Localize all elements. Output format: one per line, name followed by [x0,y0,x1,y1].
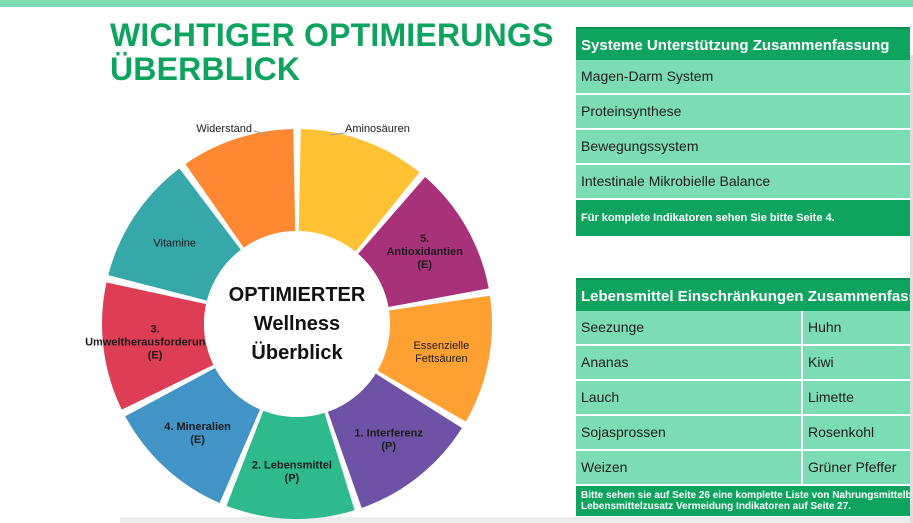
food-cell: Lauch [576,381,803,416]
food-cell: Sojasprossen [576,416,803,451]
food-restrictions-header: Lebensmittel Einschränkungen Zusammenfas… [576,278,910,311]
page-title-line-2: ÜBERBLICK [110,51,301,87]
page-bottom-shadow [120,517,910,523]
page-title-line-1: WICHTIGER OPTIMIERUNGS [110,17,554,53]
food-footer-line-2: Lebensmittelzusatz Vermeidung Indikatore… [581,501,852,512]
food-cell: Grüner Pfeffer [803,451,910,486]
page-edge-shadow [910,55,913,523]
wheel-segment-lebensmittel [226,410,355,520]
wheel-label-antioxidantien: Antioxidantien [386,246,463,258]
leader-line-widerstand [253,130,269,136]
wheel-center-line-1: OPTIMIERTER [229,284,366,306]
food-restrictions-grid: Seezunge Huhn Ananas Kiwi Lauch Limette … [576,311,910,486]
optimization-wheel: Aminosäuren5.Antioxidantien(E)Essenziell… [85,123,493,520]
systems-support-panel: Systeme Unterstützung Zusammenfassung Ma… [576,27,910,236]
food-cell: Rosenkohl [803,416,910,451]
systems-row: Intestinale Mikrobielle Balance [576,165,910,200]
wheel-center-line-2: Wellness [254,313,340,335]
top-accent-bar [0,0,913,7]
wheel-label-aminosaeuren: Aminosäuren [345,123,410,135]
wheel-label-umwelt: (E) [148,350,163,362]
wheel-segment-interferenz [327,373,462,508]
wheel-label-vitamine: Vitamine [153,237,196,249]
food-cell: Huhn [803,311,910,346]
wheel-labels: Aminosäuren5.Antioxidantien(E)Essenziell… [85,123,469,484]
wheel-segment-umwelt [102,282,214,410]
wheel-segment-mineralien [125,368,261,503]
wheel-label-lebensmittel: 2. Lebensmittel [252,459,332,471]
wheel-segment-antioxidantien [358,177,489,308]
systems-row: Proteinsynthese [576,95,910,130]
wheel-label-antioxidantien: (E) [417,259,432,271]
leader-line-aminosaeuren [329,132,346,136]
wheel-label-interferenz: (P) [381,440,396,452]
food-cell: Kiwi [803,346,910,381]
wheel-segment-widerstand [185,129,296,248]
wheel-segment-vitamine [108,168,241,301]
wheel-label-fettsaeuren: Essenzielle [414,340,470,352]
food-cell: Seezunge [576,311,803,346]
food-cell: Weizen [576,451,803,486]
food-restrictions-panel: Lebensmittel Einschränkungen Zusammenfas… [576,278,910,516]
wheel-label-interferenz: 1. Interferenz [354,427,423,439]
food-cell: Ananas [576,346,803,381]
systems-row: Magen-Darm System [576,60,910,95]
wheel-label-lebensmittel: (P) [285,472,300,484]
wheel-label-mineralien: 4. Mineralien [164,421,231,433]
systems-support-header: Systeme Unterstützung Zusammenfassung [576,27,910,60]
wheel-label-umwelt: Umweltherausforderungen [85,337,225,349]
wheel-center-disc [204,231,390,417]
wheel-label-widerstand: Widerstand [196,123,252,135]
wheel-label-mineralien: (E) [190,434,205,446]
food-restrictions-footer: Bitte sehen sie auf Seite 26 eine komple… [576,486,910,516]
wheel-segment-aminosaeuren [298,129,420,252]
systems-row: Bewegungssystem [576,130,910,165]
wheel-center-line-3: Überblick [251,341,343,364]
food-cell: Limette [803,381,910,416]
page-title: WICHTIGER OPTIMIERUNGS ÜBERBLICK [110,18,560,86]
wheel-segment-fettsaeuren [377,295,493,422]
systems-support-footer: Für komplete Indikatoren sehen Sie bitte… [576,200,910,236]
wheel-label-umwelt: 3. [150,324,159,336]
wheel-label-fettsaeuren: Fettsäuren [415,353,468,365]
wheel-label-antioxidantien: 5. [420,233,429,245]
food-footer-line-1: Bitte sehen sie auf Seite 26 eine komple… [581,490,910,501]
wheel-segments [102,129,493,520]
